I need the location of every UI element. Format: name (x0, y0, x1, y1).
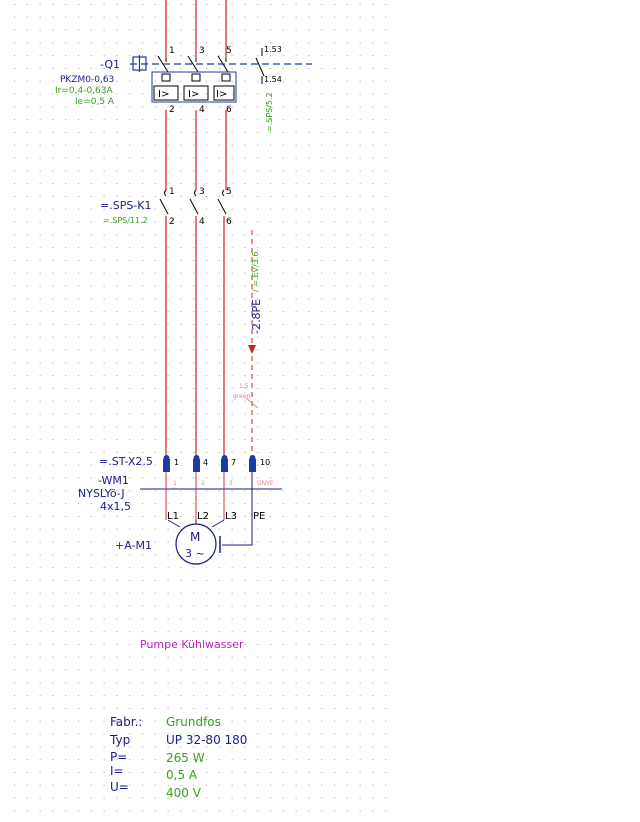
spec-value-power: 265 W (166, 751, 205, 765)
spec-value-type: UP 32-80 180 (166, 733, 247, 747)
motor-terminal-l3: L3 (225, 511, 237, 522)
contactor-pin-bottom-2: 2 (169, 217, 175, 227)
terminal-pin-4: 4 (203, 458, 208, 467)
cable-core-3: 3 (229, 480, 233, 487)
cable-tag: -WM1 (98, 474, 129, 487)
contactor-k1: 1 3 5 2 4 6 =.SPS-K1 =.SPS/11.2 (100, 187, 232, 227)
terminal-pin-10: 10 (260, 458, 270, 467)
cable-wm1: 1 2 3 GNYE -WM1 NYSLYö-J 4x1,5 (78, 472, 282, 546)
breaker-ir: Ir=0,4-0,63A (55, 86, 113, 96)
spec-table: Fabr.: Grundfos Typ UP 32-80 180 P= 265 … (109, 715, 247, 800)
breaker-pin-bottom-4: 4 (199, 105, 205, 115)
motor-symbol-bottom: 3 ~ (185, 547, 205, 560)
trip-label-l3: I> (216, 89, 227, 100)
contactor-pin-top-1: 1 (169, 187, 175, 197)
cable-cross-section: 4x1,5 (100, 500, 131, 513)
aux-ref: =.SPS/5.2 (265, 92, 274, 132)
spec-key-manufacturer: Fabr.: (110, 715, 142, 729)
spec-key-voltage: U= (110, 780, 129, 794)
terminal-pin-1: 1 (174, 458, 179, 467)
breaker-type: PKZM0-0,63 (60, 75, 114, 85)
spec-key-type: Typ (109, 733, 130, 747)
pe-link-color: green (233, 393, 251, 400)
cable-core-1: 1 (173, 480, 177, 487)
spec-value-current: 0,5 A (166, 768, 198, 782)
motor-symbol-top: M (190, 530, 200, 544)
motor-symbol-icon (175, 523, 217, 565)
contactor-tag: =.SPS-K1 (100, 199, 152, 212)
breaker-pin-top-3: 3 (199, 46, 205, 56)
terminal-blocks (163, 455, 256, 472)
motor-terminal-pe: PE (253, 511, 265, 522)
spec-key-current: I= (110, 764, 124, 778)
spec-key-power: P= (110, 750, 127, 764)
terminal-pin-7: 7 (231, 458, 236, 467)
circuit-title: Pumpe Kühlwasser (140, 638, 244, 651)
spec-value-manufacturer: Grundfos (166, 715, 221, 729)
grid-dots (14, 4, 387, 812)
pe-arrow-icon (248, 345, 256, 354)
aux-pin-top: 1.53 (264, 45, 282, 54)
pe-link-symbol (245, 397, 259, 409)
pe-line: -2.8PE / =.EV/3.6 1.5 green (233, 230, 263, 455)
breaker-pin-bottom-2: 2 (169, 105, 175, 115)
terminal-strip: =.ST-X2.5 1 4 7 10 (99, 455, 270, 472)
breaker-ie: Ie=0,5 A (75, 97, 115, 107)
contactor-pin-bottom-4: 4 (199, 217, 205, 227)
spec-value-voltage: 400 V (166, 786, 202, 800)
aux-pin-bottom: 1.54 (264, 75, 282, 84)
breaker-tag: -Q1 (100, 58, 120, 71)
breaker-operator-icon (132, 55, 147, 72)
trip-label-l2: I> (188, 89, 199, 100)
breaker-pin-top-5: 5 (226, 46, 232, 56)
pe-label: -2.8PE (250, 299, 263, 334)
phase-wires (165, 0, 227, 455)
contactor-pin-top-3: 3 (199, 187, 205, 197)
pe-link-pin: 1.5 (239, 383, 249, 390)
cable-core-pe: GNYE (257, 480, 274, 487)
motor-m1: M 3 ~ L1 L2 L3 PE +A-M1 (115, 511, 265, 565)
terminal-strip-tag: =.ST-X2.5 (99, 455, 153, 468)
motor-terminal-l2: L2 (197, 511, 209, 522)
trip-label-l1: I> (158, 89, 169, 100)
aux-contact (255, 48, 265, 84)
contactor-pin-bottom-6: 6 (226, 217, 232, 227)
contactor-contacts (159, 189, 227, 215)
contactor-pin-top-5: 5 (226, 187, 232, 197)
breaker-pin-top-1: 1 (169, 46, 175, 56)
contactor-ref: =.SPS/11.2 (103, 216, 148, 225)
motor-terminal-l1: L1 (167, 511, 179, 522)
breaker-pin-bottom-6: 6 (226, 105, 232, 115)
breaker-trip-body: I> I> I> (151, 71, 237, 103)
cable-type: NYSLYö-J (78, 487, 125, 500)
breaker-q1: 1 3 5 (55, 45, 312, 132)
motor-tag: +A-M1 (115, 539, 152, 552)
cable-core-2: 2 (201, 480, 205, 487)
pe-ref: / =.EV/3.6 (251, 252, 260, 292)
